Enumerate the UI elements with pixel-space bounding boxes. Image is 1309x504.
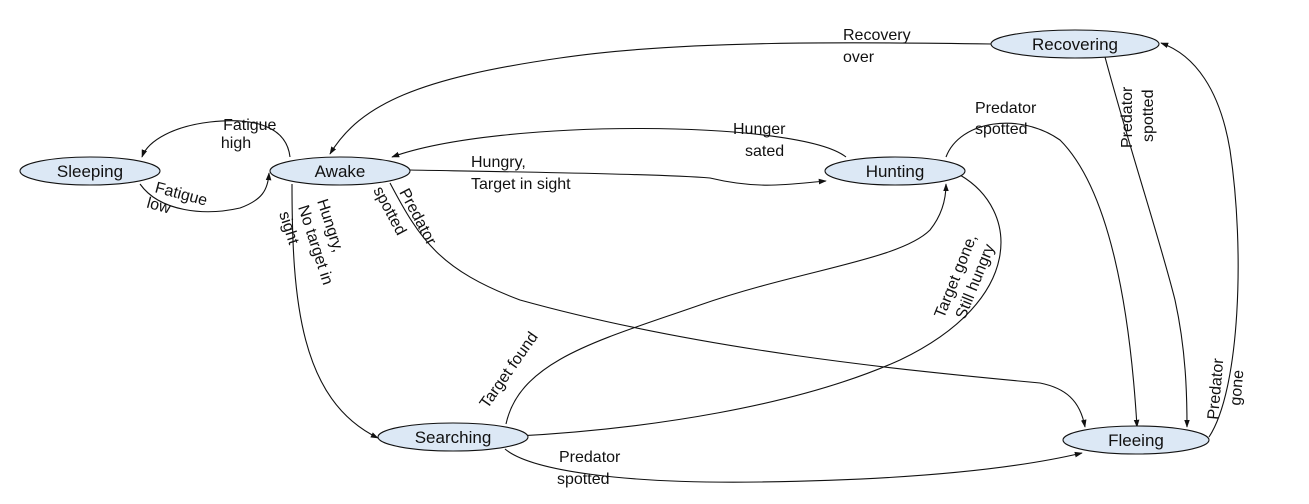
- label-searching-to-fleeing: Predator spotted: [557, 449, 625, 488]
- transitions: [139, 42, 1239, 483]
- label-recovering-to-fleeing: Predator spotted: [1119, 82, 1157, 148]
- edge-searching-to-hunting: [505, 183, 949, 425]
- edge-hunting-to-awake: [391, 127, 847, 158]
- state-awake-label: Awake: [315, 162, 366, 181]
- state-fleeing-label: Fleeing: [1108, 431, 1164, 450]
- state-sleeping-label: Sleeping: [57, 162, 123, 181]
- edge-recovering-to-awake: [329, 42, 993, 155]
- edge-searching-to-fleeing: [504, 448, 1083, 483]
- label-awake-to-fleeing: Predator spotted: [369, 174, 441, 263]
- label-sleeping-to-awake: Fatigue low: [145, 178, 214, 227]
- state-recovering-label: Recovering: [1032, 35, 1118, 54]
- state-sleeping-shape: [19, 156, 161, 186]
- state-searching-shape: [377, 422, 529, 452]
- label-searching-to-hunting: Target found: [477, 329, 542, 412]
- edge-recovering-to-fleeing: [1104, 56, 1190, 428]
- edge-awake-to-sleeping: [141, 120, 291, 158]
- state-hunting[interactable]: Hunting: [824, 156, 966, 186]
- label-recovering-to-awake: Recovery over: [843, 27, 915, 66]
- state-fleeing[interactable]: Fleeing: [1062, 425, 1210, 455]
- state-searching[interactable]: Searching: [377, 422, 529, 452]
- label-awake-to-searching: Hungry, No target in sight: [275, 197, 356, 298]
- state-recovering[interactable]: Recovering: [990, 29, 1160, 59]
- edge-hunting-to-searching: [499, 174, 1002, 440]
- states: Sleeping Awake Hunting Recovering Search…: [19, 29, 1210, 455]
- edge-hunting-to-fleeing: [945, 122, 1140, 428]
- state-hunting-label: Hunting: [866, 162, 925, 181]
- state-hunting-shape: [824, 156, 966, 186]
- label-fleeing-to-recovering: Predator gone: [1205, 353, 1249, 422]
- edge-awake-to-fleeing: [389, 182, 1087, 428]
- state-awake[interactable]: Awake: [269, 156, 411, 186]
- label-awake-to-sleeping: Fatigue high: [221, 117, 281, 152]
- state-awake-shape: [269, 156, 411, 186]
- state-sleeping[interactable]: Sleeping: [19, 156, 161, 186]
- label-hunting-to-awake: Hunger sated: [733, 121, 790, 160]
- edge-awake-to-hunting: [409, 169, 827, 186]
- state-searching-label: Searching: [415, 428, 492, 447]
- state-fleeing-shape: [1062, 425, 1210, 455]
- label-hunting-to-fleeing: Predator spotted: [975, 100, 1041, 138]
- edge-fleeing-to-recovering: [1160, 42, 1239, 438]
- edge-awake-to-searching: [291, 183, 379, 439]
- edge-sleeping-to-awake: [139, 172, 272, 213]
- state-recovering-shape: [990, 29, 1160, 59]
- label-hunting-to-searching: Target gone, Still hungry: [932, 228, 1001, 328]
- label-awake-to-hunting: Hungry, Target in sight: [471, 154, 571, 193]
